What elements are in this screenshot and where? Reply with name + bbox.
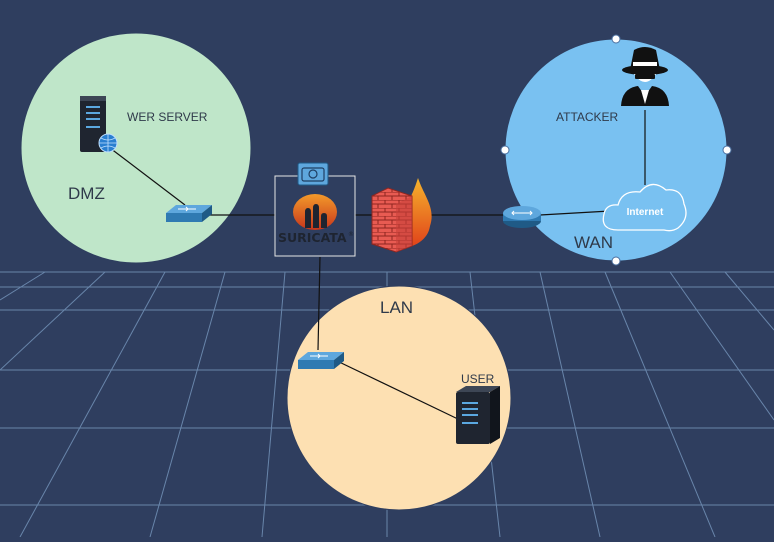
- selection-handles[interactable]: [500, 34, 732, 266]
- router-icon[interactable]: [503, 206, 541, 228]
- internet-cloud-icon[interactable]: [602, 183, 687, 232]
- suricata-brand-mark: ®: [348, 231, 354, 238]
- dmz-switch-icon[interactable]: [166, 205, 212, 222]
- attacker-icon[interactable]: [621, 47, 669, 106]
- web-server-icon[interactable]: [80, 96, 118, 153]
- user-server-icon[interactable]: [456, 386, 500, 444]
- suricata-brand-text: SURICATA: [278, 230, 347, 245]
- web-server-label: WER SERVER: [127, 110, 208, 124]
- lan-zone: [286, 285, 512, 511]
- lan-switch-icon[interactable]: [298, 352, 344, 369]
- user-label: USER: [461, 372, 495, 386]
- attacker-label: ATTACKER: [556, 110, 619, 124]
- internet-cloud-label: Internet: [627, 207, 664, 218]
- network-links: [109, 110, 646, 421]
- dmz-label: DMZ: [68, 184, 105, 203]
- firewall-icon[interactable]: [371, 178, 432, 253]
- dmz-zone: [20, 32, 252, 264]
- suricata-logo-icon: [293, 194, 337, 230]
- lan-label: LAN: [380, 298, 414, 317]
- ids-sensor-icon[interactable]: [297, 162, 329, 186]
- wan-label: WAN: [574, 233, 614, 252]
